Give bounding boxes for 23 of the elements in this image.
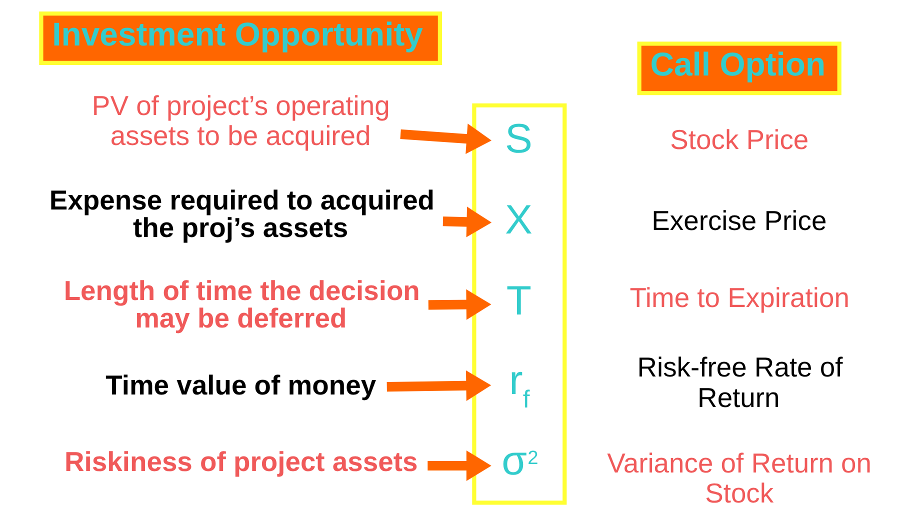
node-text: σ$^{2}$ xyxy=(502,438,538,484)
arrow xyxy=(400,124,492,154)
node-text: S xyxy=(505,116,532,162)
arrow xyxy=(428,289,492,320)
arrow xyxy=(442,206,492,238)
node-text: Length of time the decision may be deferred xyxy=(64,274,420,334)
arrow xyxy=(428,450,492,481)
node-box: Investment Opportunity xyxy=(39,12,442,65)
label: Stock Price xyxy=(670,124,809,156)
arrow xyxy=(386,370,492,401)
cluster xyxy=(472,103,567,505)
label: Variance of Return on Stock xyxy=(607,448,872,509)
node-text: X xyxy=(505,196,532,242)
node-box: Call Option xyxy=(637,42,842,96)
node-text: T xyxy=(506,277,532,324)
node-text: Riskiness of project assets xyxy=(64,446,418,478)
label: Exercise Price xyxy=(652,205,827,236)
node-text: PV of project’s operating assets to be acquired xyxy=(92,90,390,152)
node-text: Expense required to acquired the proj’s assets xyxy=(49,184,435,243)
label: Time to Expiration xyxy=(630,282,850,313)
label: Risk-free Rate of Return xyxy=(637,352,843,413)
node-text: Time value of money xyxy=(106,369,376,400)
node-text: r$_{f}$ xyxy=(509,356,530,414)
